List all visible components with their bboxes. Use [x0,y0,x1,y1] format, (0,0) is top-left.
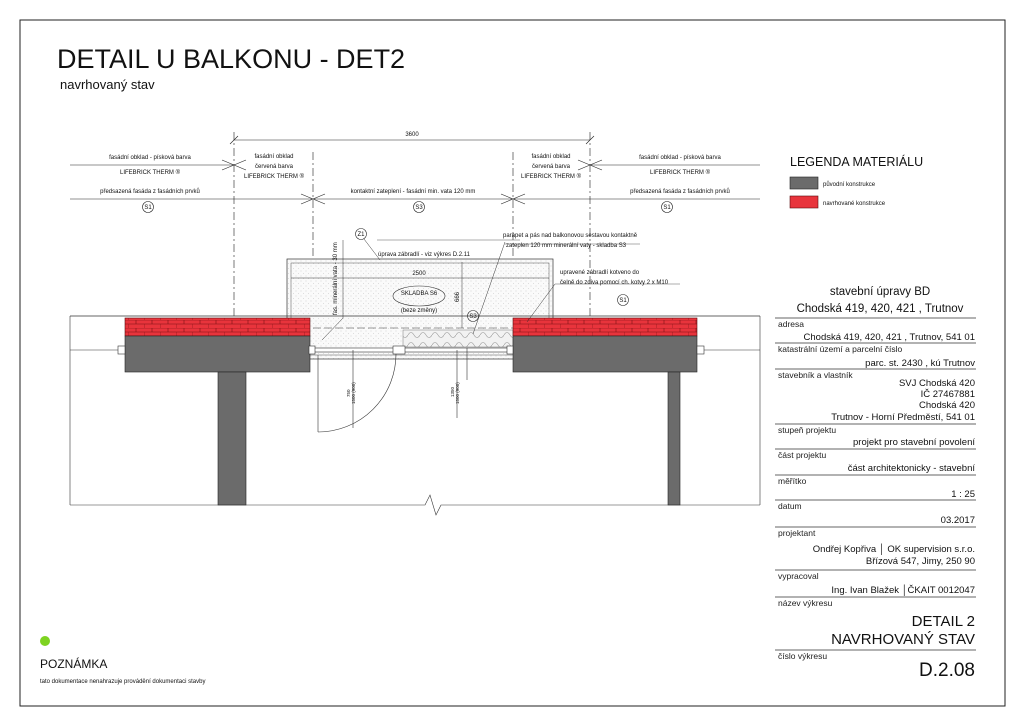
cladding-right [512,317,698,337]
project-line-2: Chodská 419, 420, 421 , Trutnov [797,303,964,315]
value-stavebnik-4: Trutnov - Horní Předměstí, 541 01 [831,412,975,423]
label-row2-left: předsazená fasáda z fasádních prvků [100,188,200,195]
label-meritko: měřítko [778,476,807,486]
slab-left [124,335,311,373]
label-vypracoval: vypracoval [778,571,819,581]
label-midright-2: červená barva [532,164,571,170]
label-projektant: projektant [778,528,816,538]
page-title: DETAIL U BALKONU - DET2 [57,44,405,74]
legend-swatch-proposed [789,195,819,209]
label-midleft-1: fasádní obklad [254,154,293,160]
label-cislo: číslo výkresu [778,651,827,661]
label-nazev: název výkresu [778,598,833,608]
value-stupen: projekt pro stavební povolení [853,437,975,448]
label-midright-1: fasádní obklad [531,154,570,160]
dimension-label: 3600 [405,132,419,138]
value-nazev-1: DETAIL 2 [912,613,975,630]
label-stupen: stupeň projektu [778,425,836,435]
dim-666: 666 [455,291,461,302]
beze-zmeny-label: (beze změny) [401,308,437,314]
tag-z1: Z1 [357,232,365,238]
title-block: stavební úpravy BD Chodská 419, 420, 421… [775,286,976,681]
cladding-left [124,317,311,337]
tag-s3-detail: S3 [469,314,477,320]
value-vypracoval: Ing. Ivan Blažek │ČKAIT 0012047 [831,584,975,596]
value-datum: 03.2017 [941,515,975,526]
section-drawing [69,228,761,516]
value-cislo: D.2.08 [919,660,975,681]
value-nazev-2: NAVRHOVANÝ STAV [831,631,975,648]
dim-750b: 1500 (900) [351,382,356,404]
dim-1350b: 1500 (900) [455,382,460,404]
value-projektant-1: Ondřej Kopřiva │ OK supervision s.r.o. [813,543,975,555]
dim-2500: 2500 [412,271,426,277]
label-left-1: fasádní obklad - písková barva [109,155,191,161]
label-right-2: LIFEBRICK THERM ® [650,169,711,176]
tag-s1-left: S1 [144,205,152,211]
value-katastr: parc. st. 2430 , kú Trutnov [865,358,975,369]
sheet-border [19,19,1006,707]
label-left-2: LIFEBRICK THERM ® [120,169,181,176]
legend-label-existing: původní konstrukce [823,181,876,188]
note-dot-icon [40,636,50,646]
break-line [70,494,760,516]
skladba-label: SKLADBA S6 [401,291,438,297]
label-stavebnik: stavebník a vlastník [778,370,853,380]
dim-750: 750 [346,389,351,397]
value-adresa: Chodská 419, 420, 421 , Trutnov, 541 01 [804,332,975,343]
label-midleft-3: LIFEBRICK THERM ® [244,173,305,180]
tag-s1-right: S1 [663,205,671,211]
section-tags [142,201,673,213]
label-cast: část projektu [778,450,826,460]
value-projektant-2: Břízová 547, Jimy, 250 90 [866,556,975,567]
tag-s1-detail: S1 [619,298,627,304]
label-datum: datum [778,501,802,511]
note-title: POZNÁMKA [40,656,107,671]
value-stavebnik-1: SVJ Chodská 420 [899,378,975,389]
project-line-1: stavební úpravy BD [830,286,930,298]
parapet-note-2: zateplen 120 mm minerální vaty - skladba… [506,243,627,249]
value-cast: část architektonicky - stavební [848,463,976,474]
railing-anchor-1: upravené zábradlí kotveno do [560,270,640,276]
label-row2-middle: kontaktní zateplení - fasádní min. vata … [351,189,476,195]
legend-swatch-existing [789,176,819,190]
note-text: tato dokumentace nenahrazuje provádění d… [40,679,205,685]
insulation-s3 [402,329,514,348]
tag-s3: S3 [415,205,423,211]
label-row2-right: předsazená fasáda z fasádních prvků [630,188,730,195]
label-adresa: adresa [778,319,804,329]
legend-label-proposed: navrhované konstrukce [823,201,886,207]
slab-right [512,335,698,373]
label-right-1: fasádní obklad - písková barva [639,155,721,161]
value-stavebnik-3: Chodská 420 [919,400,975,411]
wool-note: fas. minerální vata - 30 mm [333,242,339,315]
label-katastr: katastrální území a parcelní číslo [778,344,903,354]
railing-anchor-2: čelně do zdiva pomocí ch. kotvy 2 x M10 [560,280,669,286]
value-meritko: 1 : 25 [951,489,975,500]
column-right [667,371,681,506]
page-subtitle: navrhovaný stav [60,77,155,92]
parapet-note-1: parapet a pás nad balkonovou sestavou ko… [503,233,638,239]
value-stavebnik-2: IČ 27467881 [921,389,975,400]
door-swing [317,353,397,433]
legend-title: LEGENDA MATERIÁLU [790,154,923,169]
railing-note: úprava zábradlí - viz výkres D.2.11 [378,252,471,258]
label-midright-3: LIFEBRICK THERM ® [521,173,582,180]
dim-1350: 1350 [450,386,455,397]
column-left [217,371,247,506]
label-midleft-2: červená barva [255,164,294,170]
window-frames [70,345,760,355]
